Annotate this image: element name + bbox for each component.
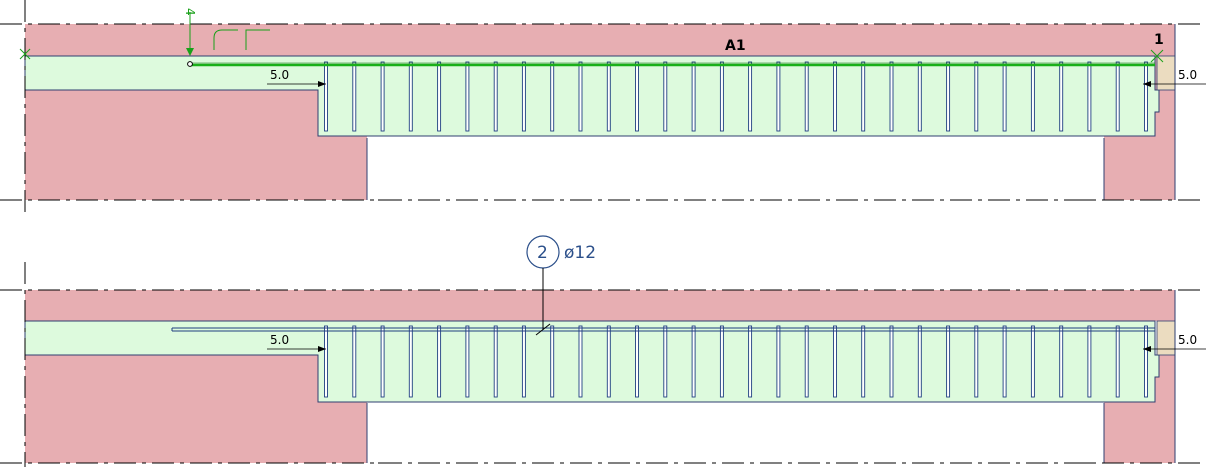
bend-symbol-angle xyxy=(245,29,270,50)
top-stirrup[interactable] xyxy=(804,61,809,132)
marker-4-label: 4 xyxy=(183,8,197,16)
end-label-1: 1 xyxy=(1154,32,1164,48)
bottom-stirrup[interactable] xyxy=(550,325,555,398)
top-right-cover-label: 5.0 xyxy=(1178,68,1197,82)
bottom-stirrup[interactable] xyxy=(719,325,724,398)
top-stirrup[interactable] xyxy=(1030,61,1035,132)
top-stirrup[interactable] xyxy=(1144,61,1148,132)
bottom-stirrup[interactable] xyxy=(521,325,526,398)
top-stirrup[interactable] xyxy=(465,61,470,132)
top-wall-right-fill xyxy=(1155,90,1175,136)
bottom-stirrup[interactable] xyxy=(493,325,498,398)
bottom-right-cover-label: 5.0 xyxy=(1178,333,1197,347)
top-stirrup[interactable] xyxy=(1059,61,1064,132)
bottom-stirrup[interactable] xyxy=(946,325,951,398)
top-stirrup[interactable] xyxy=(861,61,866,132)
bottom-stirrup[interactable] xyxy=(635,325,639,398)
top-stirrup[interactable] xyxy=(719,61,724,132)
bottom-support-pad xyxy=(1156,320,1176,356)
bottom-view: 2 ø12 5.0 5.0 xyxy=(0,235,1206,467)
bottom-stirrup[interactable] xyxy=(465,325,470,398)
top-stirrup[interactable] xyxy=(974,61,979,132)
top-stirrup[interactable] xyxy=(946,61,951,132)
right-cross-marker xyxy=(1150,49,1164,63)
bend-symbol-hook xyxy=(213,29,238,50)
bottom-stirrup[interactable] xyxy=(776,325,781,398)
top-slab xyxy=(24,55,1160,137)
bottom-stirrup[interactable] xyxy=(889,325,894,398)
bottom-stirrup[interactable] xyxy=(833,325,837,398)
bottom-wall-upper-band xyxy=(25,290,1175,321)
top-stirrup[interactable] xyxy=(1002,61,1007,132)
top-stirrup[interactable] xyxy=(437,61,442,132)
top-stirrup[interactable] xyxy=(663,61,668,132)
mark-leader-tick xyxy=(535,323,551,336)
top-bar-start-point[interactable] xyxy=(187,61,193,67)
top-stirrup[interactable] xyxy=(324,61,328,132)
bottom-stirrup[interactable] xyxy=(1087,325,1092,398)
top-stirrup[interactable] xyxy=(748,61,753,132)
top-stirrups xyxy=(324,61,1148,132)
bottom-stirrup[interactable] xyxy=(408,325,413,398)
bottom-stirrup[interactable] xyxy=(606,325,611,398)
bottom-stirrup[interactable] xyxy=(1144,325,1148,398)
top-stirrup[interactable] xyxy=(917,61,922,132)
bottom-right-dim-arrow xyxy=(1143,346,1151,352)
mark-diameter: ø12 xyxy=(564,243,596,263)
mark-number: 2 xyxy=(537,243,548,263)
top-stirrup[interactable] xyxy=(606,61,611,132)
bottom-stirrup[interactable] xyxy=(917,325,922,398)
bottom-wall-left-block xyxy=(25,355,367,463)
bottom-stirrup[interactable] xyxy=(691,325,696,398)
top-stirrup[interactable] xyxy=(1115,61,1120,132)
bottom-wall-outline xyxy=(366,290,1176,463)
bottom-stirrup[interactable] xyxy=(804,325,809,398)
top-stirrup[interactable] xyxy=(380,61,385,132)
top-left-dim-arrow xyxy=(318,81,326,87)
bottom-stirrup[interactable] xyxy=(748,325,753,398)
top-stirrup[interactable] xyxy=(352,61,357,132)
top-support-pad xyxy=(1156,55,1176,91)
bottom-slab xyxy=(24,320,1160,403)
top-right-dim-arrow xyxy=(1143,81,1151,87)
top-stirrup[interactable] xyxy=(889,61,894,132)
top-stirrup[interactable] xyxy=(493,61,498,132)
top-stirrup[interactable] xyxy=(521,61,526,132)
top-wall-right-block xyxy=(1104,136,1175,200)
top-wall-upper-band xyxy=(25,24,1175,56)
bottom-wall-right-block xyxy=(1104,402,1175,463)
bottom-wall-right-fill xyxy=(1155,355,1175,402)
bottom-stirrup[interactable] xyxy=(1115,325,1120,398)
top-stirrup[interactable] xyxy=(833,61,837,132)
bottom-stirrup[interactable] xyxy=(861,325,866,398)
bottom-stirrup[interactable] xyxy=(1059,325,1064,398)
bar-label-a1: A1 xyxy=(725,38,746,54)
bottom-stirrup[interactable] xyxy=(1030,325,1035,398)
bottom-stirrup[interactable] xyxy=(380,325,385,398)
left-cross-marker xyxy=(19,48,31,60)
bottom-stirrup[interactable] xyxy=(663,325,668,398)
top-stirrup[interactable] xyxy=(408,61,413,132)
bottom-left-dim-arrow xyxy=(318,346,326,352)
top-stirrup[interactable] xyxy=(776,61,781,132)
bottom-stirrup[interactable] xyxy=(352,325,357,398)
top-left-cover-label: 5.0 xyxy=(270,68,289,82)
bottom-stirrup[interactable] xyxy=(324,325,328,398)
top-stirrup[interactable] xyxy=(1087,61,1092,132)
bottom-stirrup[interactable] xyxy=(974,325,979,398)
top-wall-outline xyxy=(366,24,1176,200)
top-view: 4 A1 1 5.0 5.0 xyxy=(0,0,1206,215)
bottom-stirrup[interactable] xyxy=(578,325,583,398)
bottom-left-cover-label: 5.0 xyxy=(270,333,289,347)
top-wall-left-block xyxy=(25,90,367,200)
bottom-stirrups xyxy=(324,325,1148,398)
top-stirrup[interactable] xyxy=(578,61,583,132)
top-stirrup[interactable] xyxy=(550,61,555,132)
marker-4-arrow-head xyxy=(186,48,194,56)
bottom-stirrup[interactable] xyxy=(1002,325,1007,398)
top-stirrup[interactable] xyxy=(691,61,696,132)
top-stirrup[interactable] xyxy=(635,61,639,132)
bottom-stirrup[interactable] xyxy=(437,325,442,398)
